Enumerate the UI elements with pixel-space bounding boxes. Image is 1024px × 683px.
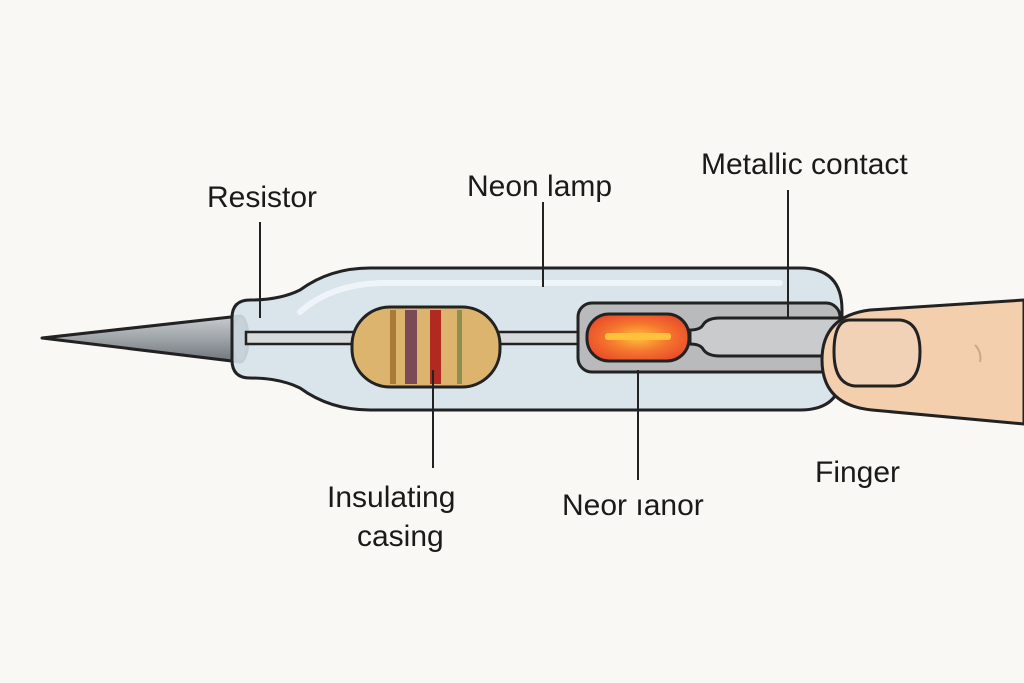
label-insulating-casing-2: casing	[357, 520, 444, 553]
label-neon-lamp-bottom: Neor ıanor	[562, 489, 704, 522]
wire	[244, 330, 358, 346]
label-resistor: Resistor	[207, 181, 317, 214]
label-metallic-contact: Metallic contact	[701, 148, 908, 181]
label-insulating-casing-1: Insulating	[327, 481, 455, 514]
resistor	[350, 305, 502, 389]
neon-lamp	[576, 301, 842, 374]
metal-tip	[40, 314, 250, 364]
wire	[494, 330, 590, 346]
casing-highlight	[297, 280, 783, 315]
finger	[820, 298, 1024, 426]
label-finger: Finger	[815, 456, 900, 489]
leader-lines	[259, 190, 789, 480]
label-neon-lamp: Neon lamp	[467, 170, 612, 203]
